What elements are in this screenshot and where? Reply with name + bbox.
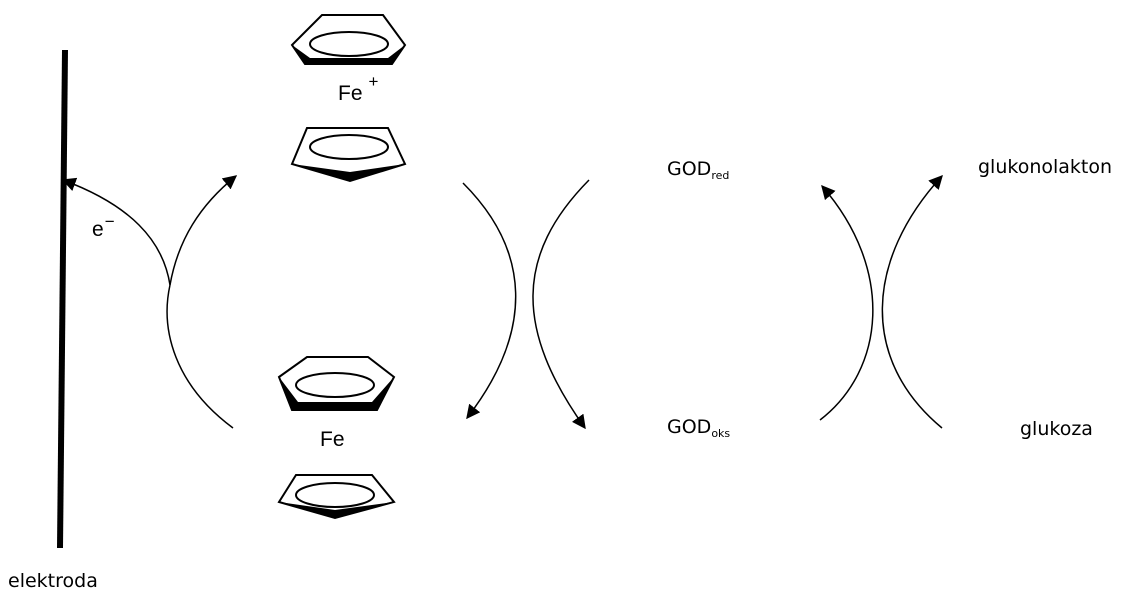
electron-transfer-arrow (61, 177, 171, 286)
electron-label: e− (92, 212, 115, 241)
glucose-label: glukoza (1020, 418, 1093, 440)
arrow-to-ferrocenium (169, 175, 238, 286)
cp-ring-icon (277, 474, 396, 520)
arrow-godoks-to-godred (819, 184, 874, 421)
cp-ring-icon (277, 356, 396, 411)
oxidation-arc (166, 284, 234, 429)
cp-ring-icon (290, 127, 407, 183)
arrow-ferrocenium-to-ferrocene (462, 182, 517, 420)
arrow-glucose-to-gluconolactone (881, 174, 943, 429)
ferrocenium-label: Fe+ (338, 72, 379, 105)
electrode-line (57, 49, 68, 549)
gluconolactone-label: glukonolakton (978, 156, 1113, 178)
ferrocene-label: Fe (320, 428, 345, 451)
god-oxidized-label: GODoks (667, 416, 731, 440)
electrode-label: elektroda (8, 570, 98, 592)
cp-ring-icon (290, 14, 407, 65)
god-reduced-label: GODred (667, 158, 730, 182)
arrow-godred-to-godoks (532, 179, 590, 430)
